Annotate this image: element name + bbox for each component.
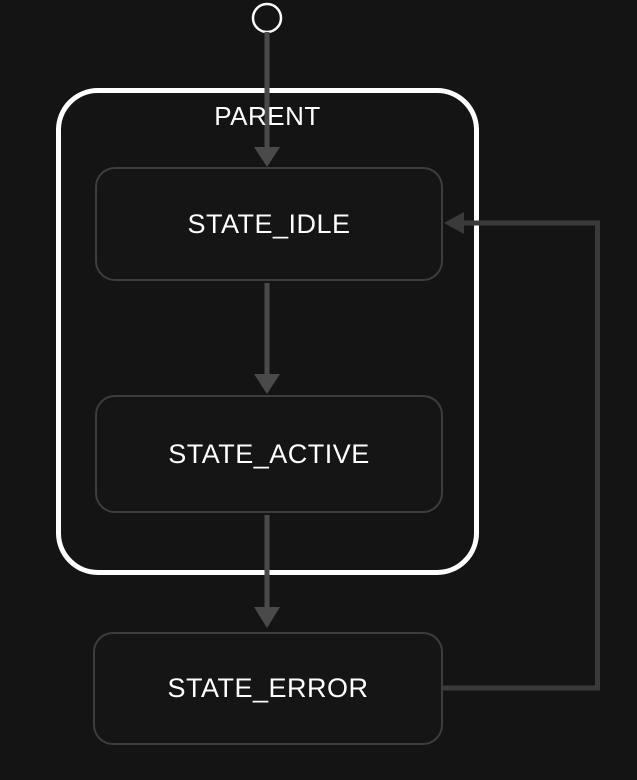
state-node-error[interactable]: STATE_ERROR	[93, 632, 443, 745]
arrowhead-active-to-error-icon	[254, 607, 280, 628]
state-node-idle[interactable]: STATE_IDLE	[95, 167, 443, 281]
state-error-label: STATE_ERROR	[167, 673, 369, 703]
parent-state-title: PARENT	[214, 101, 321, 131]
state-idle-label: STATE_IDLE	[187, 208, 351, 239]
state-active-label: STATE_ACTIVE	[168, 438, 370, 469]
state-node-active[interactable]: STATE_ACTIVE	[95, 395, 443, 513]
initial-state-icon	[251, 2, 283, 34]
